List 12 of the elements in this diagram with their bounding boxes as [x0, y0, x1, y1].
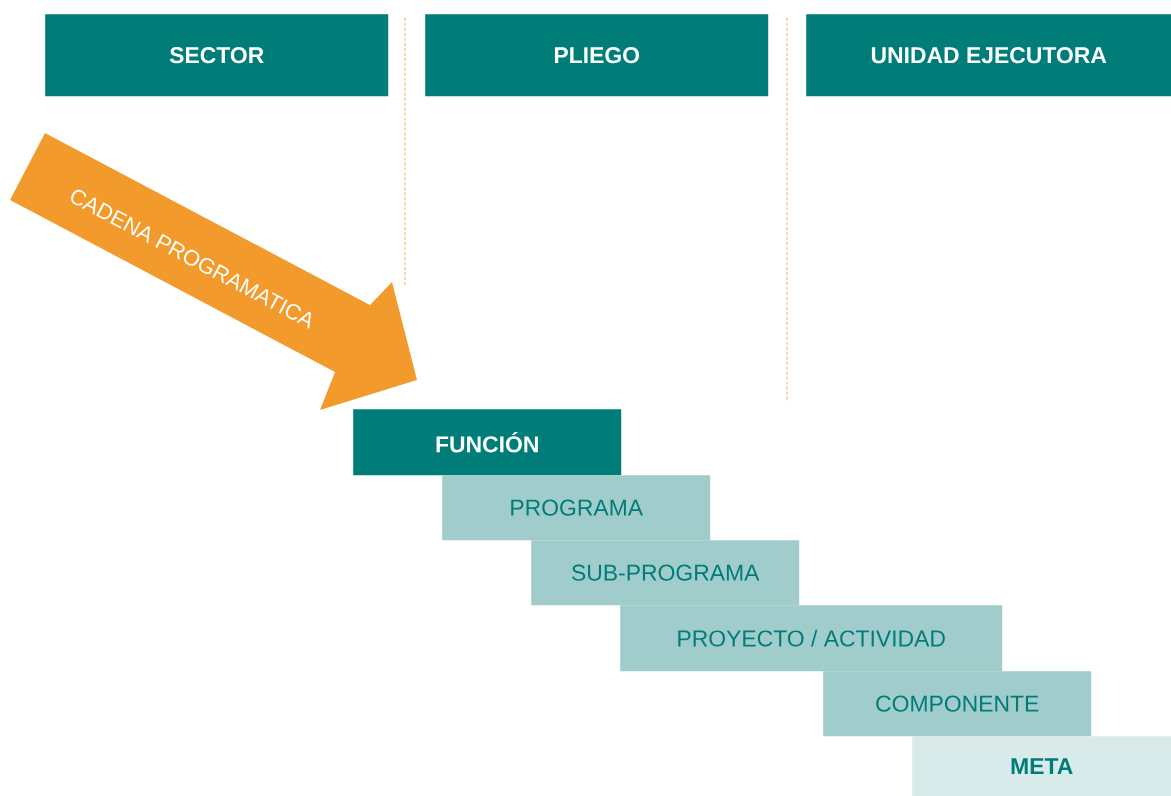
level-box: COMPONENTE [823, 671, 1092, 737]
node-label: PROGRAMA [511, 499, 644, 516]
level-box: PROYECTO / ACTIVIDAD [620, 605, 1003, 672]
level-box: META [912, 736, 1171, 796]
level-box: PROGRAMA [442, 475, 711, 541]
level-box: SUB-PROGRAMA [531, 540, 800, 606]
header-box: UNIDAD EJECUTORA [806, 14, 1171, 97]
header-box: PLIEGO [425, 14, 769, 97]
header-box: FUNCIÓN [353, 409, 622, 476]
node-label: SUB-PROGRAMA [572, 564, 760, 581]
header-box: SECTOR [45, 14, 389, 97]
node-label: COMPONENTE [876, 695, 1039, 712]
